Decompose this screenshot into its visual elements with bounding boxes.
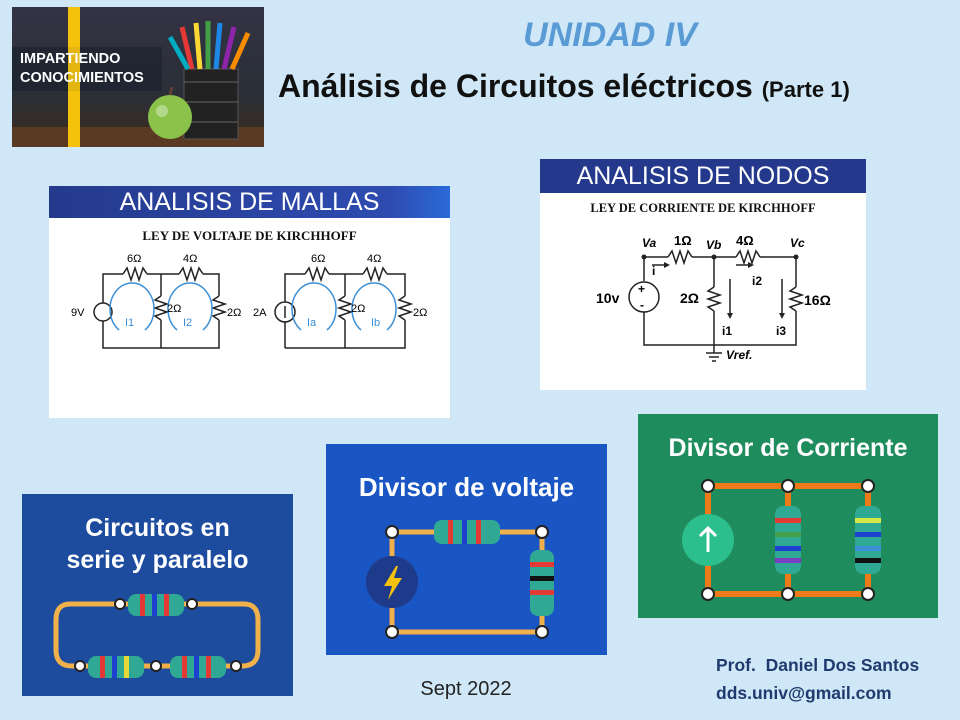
mesh-label-r2a: 2Ω <box>167 303 181 315</box>
node-label-r4: 4Ω <box>736 235 754 248</box>
resistor-icon <box>530 550 554 616</box>
node-label-vb: Vb <box>706 238 721 252</box>
node-label-i1: i1 <box>722 324 732 338</box>
node-src-minus: - <box>640 298 644 312</box>
series-parallel-card: Circuitos en serie y paralelo <box>22 494 293 696</box>
resistor-icon <box>775 506 801 574</box>
title-main: Análisis de Circuitos eléctricos <box>278 68 753 104</box>
mesh-circuit-diagram: 6Ω 4Ω 9V I1 2Ω I2 2Ω 6Ω 4Ω 2A Ia 2Ω Ib 2… <box>71 253 427 349</box>
node-label-r16: 16Ω <box>804 292 831 308</box>
node-label-vref: Vref. <box>726 348 752 362</box>
node-label-src: 10v <box>596 290 620 306</box>
node-label-vc: Vc <box>790 236 805 250</box>
mesh-label-r6b: 6Ω <box>311 253 325 265</box>
node-label-i3: i3 <box>776 324 786 338</box>
mesh-label-r4b: 4Ω <box>367 253 381 265</box>
mesh-analysis-heading: ANALISIS DE MALLAS <box>49 186 450 218</box>
node-label-r1: 1Ω <box>674 235 692 248</box>
resistor-icon <box>88 656 144 678</box>
node-analysis-heading: ANALISIS DE NODOS <box>540 159 866 193</box>
mesh-label-r2c: 2Ω <box>351 303 365 315</box>
banner-illustration <box>12 7 264 147</box>
mesh-label-r6a: 6Ω <box>127 253 141 265</box>
node-circuit-diagram: + - Va 1Ω Vb 4Ω Vc i i2 10v 2Ω 16Ω i1 i3… <box>596 235 831 362</box>
banner-caption: IMPARTIENDO CONOCIMIENTOS <box>20 50 160 88</box>
series-parallel-title: Circuitos en serie y paralelo <box>22 512 293 576</box>
mesh-label-src-i: 2A <box>253 307 267 319</box>
current-divider-card: Divisor de Corriente <box>638 414 938 618</box>
node-label-i: i <box>652 264 655 278</box>
mesh-label-i1: I1 <box>125 317 134 329</box>
mesh-analysis-subtitle: LEY DE VOLTAJE DE KIRCHHOFF <box>142 228 357 243</box>
node-label-r2: 2Ω <box>680 290 699 306</box>
slide-title: Análisis de Circuitos eléctricos (Parte … <box>278 68 958 105</box>
voltage-divider-title: Divisor de voltaje <box>358 472 575 502</box>
mesh-analysis-card: ANALISIS DE MALLAS LEY DE VOLTAJE DE KIR… <box>49 186 450 418</box>
mesh-label-r4a: 4Ω <box>183 253 197 265</box>
title-part: (Parte 1) <box>761 77 850 102</box>
series-parallel-diagram <box>53 594 261 678</box>
banner-line-2: CONOCIMIENTOS <box>20 70 144 86</box>
node-src-plus: + <box>638 282 645 296</box>
banner-line-1: IMPARTIENDO <box>20 51 121 67</box>
node-label-va: Va <box>642 236 657 250</box>
series-parallel-line-2: serie y paralelo <box>66 546 249 574</box>
mesh-label-i2: I2 <box>183 317 192 329</box>
mesh-label-r2d: 2Ω <box>413 307 427 319</box>
resistor-icon <box>434 520 500 544</box>
banner-image: IMPARTIENDO CONOCIMIENTOS <box>12 7 264 147</box>
date-label: Sept 2022 <box>420 678 512 700</box>
mesh-label-src-v: 9V <box>71 307 85 319</box>
resistor-icon <box>128 594 184 616</box>
node-analysis-card: ANALISIS DE NODOS LEY DE CORRIENTE DE KI… <box>540 159 866 390</box>
series-parallel-line-1: Circuitos en <box>85 514 230 542</box>
unit-title: UNIDAD IV <box>523 16 697 54</box>
author-name: Prof. Daniel Dos Santos <box>716 655 920 675</box>
resistor-icon <box>170 656 226 678</box>
node-analysis-subtitle: LEY DE CORRIENTE DE KIRCHHOFF <box>590 201 816 215</box>
author-block: Prof. Daniel Dos Santos dds.univ@gmail.c… <box>716 651 956 707</box>
current-divider-title: Divisor de Corriente <box>668 434 908 462</box>
node-label-i2: i2 <box>752 274 762 288</box>
mesh-label-ib: Ib <box>371 317 380 329</box>
voltage-divider-diagram <box>366 520 554 639</box>
mesh-label-ia: Ia <box>307 317 317 329</box>
resistor-icon <box>855 506 881 574</box>
voltage-divider-card: Divisor de voltaje <box>326 444 607 655</box>
current-divider-diagram <box>682 479 881 601</box>
mesh-label-r2b: 2Ω <box>227 307 241 319</box>
author-email: dds.univ@gmail.com <box>716 683 892 703</box>
